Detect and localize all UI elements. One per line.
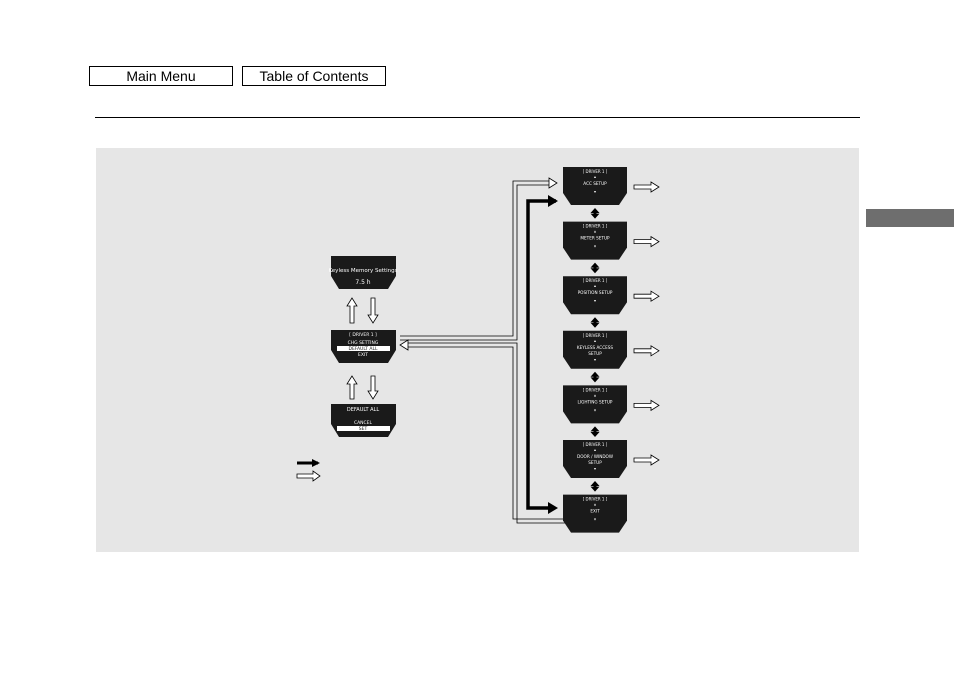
- setup-screen: [ DRIVER 1 ]▴ POSITION SETUP ▾: [563, 276, 627, 315]
- hollow-arrow-right-icon: [633, 181, 660, 193]
- caret-down-icon: ▾: [594, 357, 596, 362]
- setup-screen-header: [ DRIVER 1 ]: [583, 224, 608, 229]
- keyless-memory-title: Keyless Memory Settings: [328, 268, 397, 274]
- double-vertical-arrow-icon: [590, 371, 600, 383]
- setup-screen-header: [ DRIVER 1 ]: [583, 442, 608, 447]
- caret-up-icon: ▴: [594, 338, 596, 343]
- setup-screen: [ DRIVER 1 ]▴ METER SETUP ▾: [563, 221, 627, 260]
- driver-menu-screen: [ DRIVER 1 ] CHG SETTING DEFAULT ALL EXI…: [331, 330, 396, 363]
- setup-screen-label: KEYLESS ACCESS: [577, 345, 614, 350]
- double-vertical-arrow-icon: [590, 317, 600, 328]
- double-vertical-arrow-icon: [590, 262, 600, 274]
- driver-menu-option-chg: CHG SETTING: [348, 340, 379, 346]
- setup-screen-header: [ DRIVER 1 ]: [583, 497, 608, 502]
- hollow-arrow-right-icon: [633, 290, 660, 302]
- driver-menu-option-default: DEFAULT ALL: [348, 346, 378, 352]
- caret-up-icon: ▴: [594, 392, 596, 397]
- setup-screen-label: DOOR / WINDOW: [577, 454, 613, 459]
- setup-screen-header: [ DRIVER 1 ]: [583, 278, 608, 283]
- hollow-arrow-down-icon: [367, 375, 379, 400]
- hollow-arrow-right-icon: [633, 235, 660, 248]
- default-all-screen: DEFAULT ALL CANCEL SET: [331, 404, 396, 437]
- driver-menu-header: [ DRIVER 1 ]: [349, 332, 377, 338]
- hollow-arrow-right-icon: [633, 454, 660, 466]
- setup-screen: [ DRIVER 1 ]▴ EXIT ▾: [563, 494, 627, 533]
- setup-screen-label: METER SETUP: [580, 236, 610, 241]
- diagram-panel: [96, 148, 859, 552]
- hollow-arrow-down-icon: [367, 297, 379, 324]
- setup-screen-header: [ DRIVER 1 ]: [583, 169, 608, 174]
- setup-screen: [ DRIVER 1 ]▴ LIGHTING SETUP ▾: [563, 385, 627, 424]
- default-all-option-cancel: CANCEL: [354, 420, 373, 426]
- setup-menu-stack: [ DRIVER 1 ]▴ACC SETUP▾[ DRIVER 1 ]▴METE…: [563, 167, 660, 533]
- driver-menu-option-exit: EXIT: [358, 352, 368, 358]
- caret-down-icon: ▾: [594, 407, 596, 412]
- default-all-option-set: SET: [359, 426, 368, 432]
- header-divider: [95, 117, 860, 118]
- caret-down-icon: ▾: [594, 244, 596, 249]
- setup-screen-label: LIGHTING SETUP: [578, 399, 613, 404]
- caret-up-icon: ▴: [594, 229, 596, 234]
- caret-down-icon: ▾: [594, 189, 596, 194]
- keyless-memory-value: 7.5 h: [355, 279, 370, 286]
- setup-screen-label: ACC SETUP: [583, 181, 607, 186]
- legend: [296, 459, 321, 482]
- table-of-contents-button[interactable]: Table of Contents: [242, 66, 386, 86]
- hollow-arrow-up-icon: [346, 375, 358, 400]
- setup-screen-label-2: SETUP: [588, 460, 602, 465]
- hollow-connector-to-setup: [400, 177, 558, 341]
- caret-up-icon: ▴: [594, 502, 596, 507]
- double-vertical-arrow-icon: [590, 481, 600, 492]
- hollow-arrow-right-icon: [296, 470, 321, 482]
- default-all-title: DEFAULT ALL: [347, 407, 379, 413]
- setup-screen: [ DRIVER 1 ]▴ ACC SETUP ▾: [563, 167, 627, 205]
- section-tab: [866, 209, 954, 227]
- double-vertical-arrow-icon: [590, 426, 600, 437]
- setup-screen-header: [ DRIVER 1 ]: [583, 333, 608, 338]
- caret-down-icon: ▾: [594, 466, 596, 471]
- hollow-arrow-right-icon: [633, 345, 660, 357]
- caret-up-icon: ▴: [594, 174, 596, 179]
- solid-loop-connector: [526, 195, 558, 514]
- setup-screen-header: [ DRIVER 1 ]: [583, 387, 608, 392]
- setup-screen-label-2: SETUP: [588, 351, 602, 356]
- caret-down-icon: ▾: [594, 517, 596, 522]
- hollow-connector-return: [399, 339, 566, 524]
- hollow-arrow-right-icon: [633, 399, 660, 412]
- keyless-memory-screen: Keyless Memory Settings 7.5 h: [328, 256, 398, 289]
- main-menu-button[interactable]: Main Menu: [89, 66, 233, 86]
- caret-down-icon: ▾: [594, 298, 596, 303]
- setup-screen-label: POSITION SETUP: [578, 290, 613, 295]
- double-vertical-arrow-icon: [590, 208, 600, 219]
- caret-up-icon: ▴: [594, 283, 596, 288]
- setup-screen-label: EXIT: [590, 509, 600, 514]
- caret-up-icon: ▴: [594, 447, 596, 452]
- hollow-arrow-up-icon: [346, 297, 358, 324]
